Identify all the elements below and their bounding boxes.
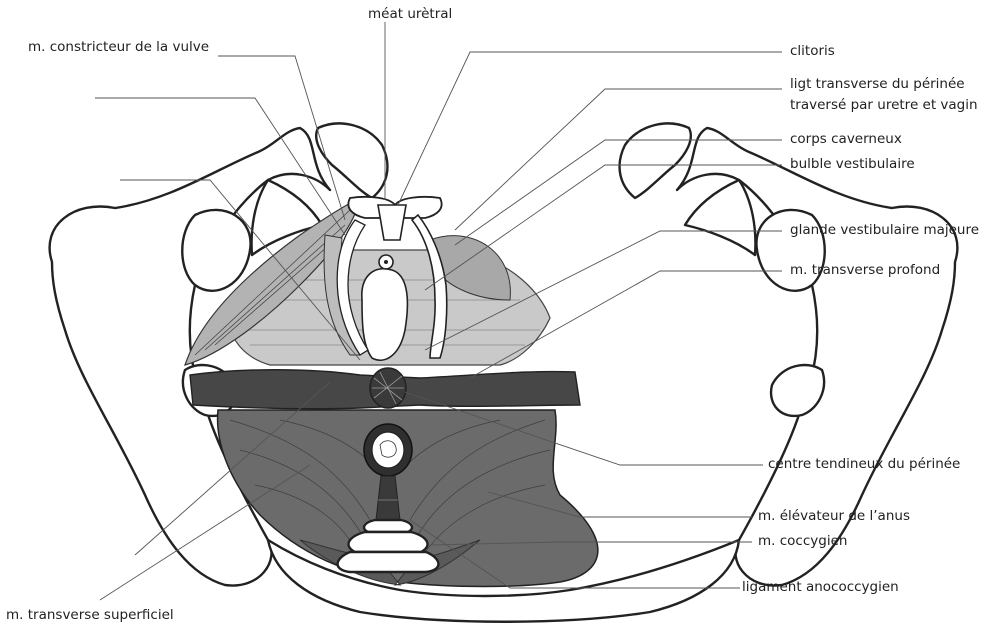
label-ligt-transverse-line2: traversé par uretre et vagin [790,97,978,114]
label-ligt-transverse-line1: ligt transverse du périnée [790,76,965,93]
label-glande-vestibulaire: glande vestibulaire majeure [790,222,979,239]
label-ligament-anococcygien: ligament anococcygien [742,579,899,596]
anus [364,424,412,476]
label-meat-uretral: méat urètral [368,6,452,23]
label-constricteur-vulve: m. constricteur de la vulve [28,39,209,56]
label-elevateur-anus: m. élévateur de l’anus [758,508,910,525]
label-centre-tendineux: centre tendineux du périnée [768,456,960,473]
label-bulble-vestibulaire: bulble vestibulaire [790,156,915,173]
label-corps-caverneux: corps caverneux [790,131,902,148]
label-transverse-superficiel: m. transverse superficiel [6,607,174,624]
label-transverse-profond: m. transverse profond [790,262,940,279]
perineal-body [370,368,406,408]
label-clitoris: clitoris [790,43,835,60]
label-coccygien: m. coccygien [758,533,847,550]
